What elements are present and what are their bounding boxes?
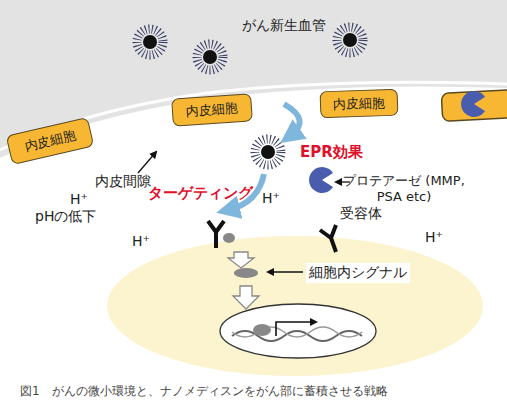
protease-symbol (461, 91, 485, 117)
cancer-cell (107, 236, 483, 376)
figure-caption: 図1 がんの微小環境と、ナノメディスンをがん部に蓄積させる戦略 (20, 384, 388, 399)
ligand (223, 233, 235, 243)
nanoparticle (137, 29, 163, 55)
annotation: 受容体 (340, 205, 382, 223)
vessel-label: がん新生血管 (242, 17, 326, 35)
arrow-outline (228, 174, 264, 210)
endothelial-cell-partial (441, 89, 507, 121)
epr-arrow (284, 104, 300, 136)
annotation: H⁺ (70, 191, 88, 209)
arrow-head (310, 318, 318, 326)
cell-label: 内皮細胞 (185, 99, 238, 121)
nucleus (220, 304, 376, 358)
nanoparticle (255, 139, 281, 165)
leader-arrow (268, 271, 303, 272)
strategy-label: EPR効果 (300, 143, 363, 162)
annotation: pHの低下 (35, 208, 96, 226)
leader-arrow (138, 152, 156, 173)
receptor-symbol (208, 221, 224, 248)
annotation: H⁺ (262, 190, 280, 208)
nanoparticle (197, 44, 223, 70)
leader-arrow (336, 181, 350, 182)
arrow-outline (284, 104, 300, 136)
endothelial-cell: 内皮細胞 (171, 93, 253, 127)
transcription-arrow (276, 322, 310, 336)
annotation: プロテアーゼ (MMP, PSA etc) (342, 173, 466, 206)
protease-symbol (309, 167, 333, 193)
annotation: 内皮間隙 (95, 173, 151, 191)
transcription-factor (253, 324, 271, 336)
annotation: H⁺ (132, 233, 150, 251)
nanoparticle (337, 27, 363, 53)
signal-molecule (234, 268, 258, 278)
hollow-arrow (228, 252, 254, 268)
annotation: H⁺ (425, 229, 443, 247)
dna-strand (232, 327, 362, 337)
endothelial-cell: 内皮細胞 (320, 89, 399, 119)
annotation: 細胞内シグナル (306, 263, 410, 283)
receptor-symbol (320, 225, 336, 252)
strategy-label: ターゲティング (148, 184, 253, 203)
targeting-arrow (228, 174, 264, 210)
cell-label: 内皮細胞 (333, 94, 386, 114)
hollow-arrow (233, 286, 259, 309)
cell-label: 内皮細胞 (23, 126, 78, 155)
